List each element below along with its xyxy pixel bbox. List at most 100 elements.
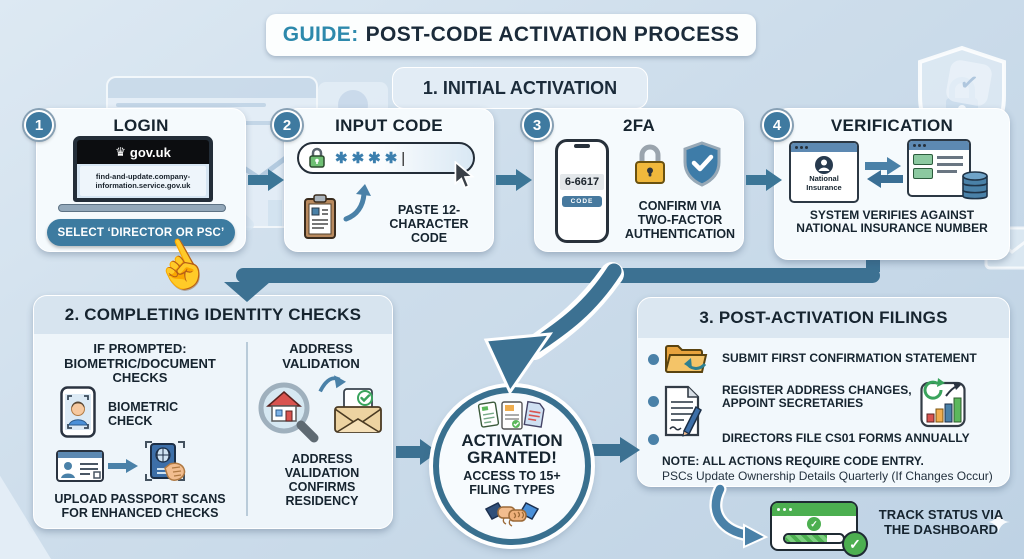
connector-horizontal (236, 268, 880, 283)
database-icon (962, 171, 988, 200)
title-text: POST-CODE ACTIVATION PROCESS (365, 23, 740, 46)
biometric-phone-icon (60, 386, 96, 438)
activation-granted-subtitle: ACCESS TO 15+ FILING TYPES (463, 468, 561, 497)
step2-number-badge: 2 (272, 110, 302, 140)
arrow-step1-to-step2 (248, 169, 284, 191)
padlock-icon (635, 144, 665, 184)
step1-number: 1 (34, 116, 44, 134)
section1-header-tab: 1. INITIAL ACTIVATION (392, 67, 648, 109)
step2-input-code-card: INPUT CODE ✱✱✱✱ | P (284, 108, 494, 252)
text-caret: | (401, 149, 406, 167)
govuk-url-line2: information.service.gov.uk (95, 181, 191, 190)
govuk-brand: gov.uk (129, 144, 171, 160)
section3-header: 3. POST-ACTIVATION FILINGS (638, 298, 1009, 338)
lock-icon (309, 147, 325, 168)
code-input-field: ✱✱✱✱ | (297, 142, 475, 174)
step2-number: 2 (282, 116, 292, 134)
ni-browser-label: National Insurance (806, 174, 842, 192)
step3-number-badge: 3 (522, 110, 552, 140)
section1-header-label: 1. INITIAL ACTIVATION (422, 77, 618, 98)
section3-note-bold: NOTE: ALL ACTIONS REQUIRE CODE ENTRY. (662, 454, 924, 468)
dashboard-illustration: ✓ ✓ (770, 501, 868, 557)
section2-left-heading: IF PROMPTED: BIOMETRIC/DOCUMENT CHECKS (64, 341, 216, 386)
ni-browser-illustration: National Insurance (789, 141, 859, 203)
step1-title: LOGIN (113, 116, 169, 135)
masked-code-text: ✱✱✱✱ (335, 150, 402, 167)
progress-bar (783, 533, 845, 544)
laptop-base (58, 204, 226, 212)
handshake-icon (484, 502, 540, 527)
document-icon (477, 401, 500, 428)
id-card-icon (56, 450, 104, 482)
select-director-label: SELECT ‘DIRECTOR OR PSC’ (57, 226, 225, 239)
step4-title: VERIFICATION (830, 116, 954, 135)
arrow-step3-to-step4 (746, 169, 782, 191)
phone-illustration: 6-6617 CODE (555, 139, 609, 243)
curved-arrow-icon (343, 184, 371, 222)
step2-caption: PASTE 12-CHARACTER CODE (389, 203, 469, 245)
arrow-step2-to-step3 (496, 169, 532, 191)
person-icon (815, 156, 833, 174)
phone-code-button: CODE (562, 196, 602, 207)
step3-number: 3 (532, 116, 542, 134)
step2-title: INPUT CODE (335, 116, 443, 135)
magnifier-house-icon (258, 382, 319, 443)
section2-identity-checks-card: 2. COMPLETING IDENTITY CHECKS IF PROMPTE… (33, 295, 393, 529)
upload-passport-label: UPLOAD PASSPORT SCANS FOR ENHANCED CHECK… (54, 492, 226, 520)
step4-number: 4 (772, 116, 782, 134)
section2-divider (246, 342, 248, 516)
select-director-button: SELECT ‘DIRECTOR OR PSC’ (47, 219, 235, 246)
bullet3-label: DIRECTORS FILE CS01 FORMS ANNUALLY (722, 431, 970, 445)
step4-caption: SYSTEM VERIFIES AGAINST NATIONAL INSURAN… (796, 208, 988, 236)
step4-verification-card: VERIFICATION National Insurance (774, 108, 1010, 260)
document-pen-icon (664, 385, 702, 437)
laptop-illustration: ♛ gov.uk find-and-update.company- inform… (73, 136, 213, 202)
crown-icon: ♛ (115, 145, 126, 159)
section3-post-activation-card: 3. POST-ACTIVATION FILINGS SUBMIT FIRST … (637, 297, 1010, 487)
step3-title: 2FA (622, 116, 656, 135)
title-guide-label: GUIDE: (282, 23, 359, 46)
govuk-url-line1: find-and-update.company- (95, 171, 191, 181)
page-title: GUIDE: POST-CODE ACTIVATION PROCESS (266, 14, 756, 56)
dashboard-check-badge: ✓ (842, 531, 868, 557)
clipboard-icon (304, 194, 336, 239)
bg-check-tile: ✓ (944, 58, 994, 108)
arrow-section2-to-circle (396, 439, 438, 465)
mouse-cursor-icon (454, 161, 475, 189)
section2-header: 2. COMPLETING IDENTITY CHECKS (34, 296, 392, 334)
biometric-check-label: BIOMETRIC CHECK (108, 400, 179, 428)
document-check-icon (501, 400, 523, 430)
section2-header-label: 2. COMPLETING IDENTITY CHECKS (64, 305, 362, 324)
dashboard-check-icon: ✓ (807, 517, 821, 531)
activation-granted-title: ACTIVATION GRANTED! (461, 430, 563, 468)
track-status-label: TRACK STATUS VIA THE DASHBOARD (878, 507, 1004, 537)
section3-header-label: 3. POST-ACTIVATION FILINGS (699, 308, 948, 327)
sync-arrows-icon (865, 157, 903, 188)
step1-login-card: LOGIN ♛ gov.uk find-and-update.company- … (36, 108, 246, 252)
step3-2fa-card: 2FA 6-6617 CODE CONFIRM VIA TWO-FACTOR A… (534, 108, 744, 252)
step3-caption: CONFIRM VIA TWO-FACTOR AUTHENTICATION (624, 199, 736, 241)
phone-code-text: 6-6617 (560, 174, 604, 190)
step1-number-badge: 1 (24, 110, 54, 140)
shield-check-icon (683, 141, 721, 187)
small-right-arrow-icon (108, 459, 138, 473)
address-validation-caption: ADDRESS VALIDATION CONFIRMS RESIDENCY (284, 452, 360, 508)
address-validation-heading: ADDRESS VALIDATION (282, 341, 360, 371)
bullet-dot (648, 396, 659, 407)
down-arrowhead-to-section2 (224, 282, 270, 302)
step4-number-badge: 4 (762, 110, 792, 140)
passport-scan-icon (145, 441, 186, 481)
activation-granted-circle: ACTIVATION GRANTED! ACCESS TO 15+ FILING… (433, 387, 591, 545)
envelope-check-icon (334, 388, 382, 433)
arrow-circle-to-section3 (588, 437, 640, 463)
bullet-dot (648, 354, 659, 365)
bullet2-label: REGISTER ADDRESS CHANGES, APPOINT SECRET… (722, 383, 912, 411)
folder-icon (664, 345, 708, 373)
bg-check-glyph: ✓ (957, 68, 981, 97)
section3-note-regular: PSCs Update Ownership Details Quarterly … (662, 469, 993, 483)
growth-chart-icon (920, 378, 966, 428)
bullet-dot (648, 434, 659, 445)
document-lines-icon (523, 400, 545, 428)
bullet1-label: SUBMIT FIRST CONFIRMATION STATEMENT (722, 351, 977, 365)
